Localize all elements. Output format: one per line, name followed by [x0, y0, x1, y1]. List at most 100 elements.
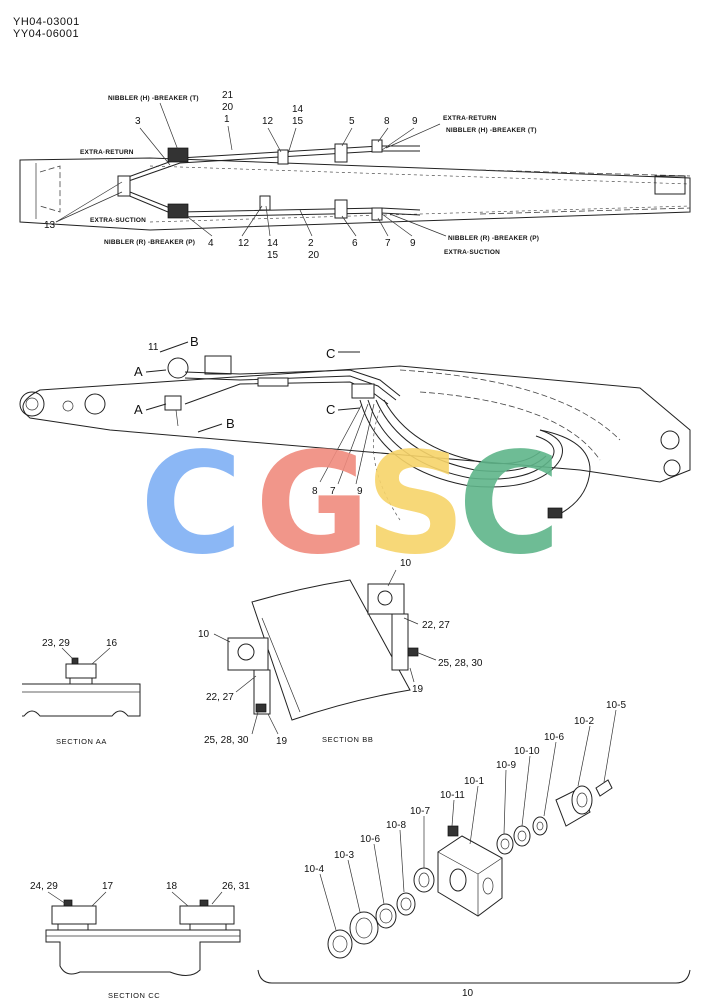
fitting-10-2-end [571, 785, 593, 815]
leader-cc-17 [91, 891, 107, 907]
leader-5 [341, 127, 353, 147]
fitting-7 [371, 207, 383, 221]
arm-tip-box [654, 175, 686, 195]
ring-10-7 [413, 867, 435, 893]
label-cc-24-29: 24, 29 [30, 881, 58, 892]
clamp-side-c [351, 383, 375, 399]
label-bb-22-27-right: 22, 27 [422, 620, 450, 631]
label-7-side: 7 [330, 486, 336, 497]
leader-13-a [55, 181, 123, 223]
block-10-right [367, 583, 405, 615]
model-code-2: YY04-06001 [13, 28, 80, 40]
label-bb-10-right: 10 [400, 558, 412, 569]
arrow-b-top [159, 341, 189, 353]
fitting-8 [371, 139, 383, 153]
section-cc [45, 891, 241, 976]
section-mark-b-bottom: B [226, 416, 235, 431]
ring-10-7-hole [418, 872, 430, 888]
hose-side-1 [359, 399, 563, 488]
hose-side-3 [375, 399, 547, 472]
fitting-bottom-left [167, 203, 189, 219]
leader-13-b [55, 191, 123, 223]
section-bb-title: SECTION BB [322, 735, 373, 744]
ring-10-4-hole [332, 935, 348, 953]
bolt-right [407, 647, 419, 657]
arm-hidden-line-3 [479, 169, 691, 177]
arm-end-hidden [39, 165, 61, 213]
arm-pin-right-1 [660, 430, 680, 450]
arm-pin-left-inner [25, 397, 39, 411]
label-1: 1 [224, 114, 230, 125]
ring-10-8 [396, 892, 416, 916]
leader-cc-26-31 [211, 891, 223, 905]
block-10-1 [437, 835, 503, 917]
leader-10-9 [503, 769, 507, 835]
caption-nibbler-h-right: NIBBLER (H) -BREAKER (T) [446, 127, 537, 134]
arm-outline-side [22, 365, 691, 483]
ring-10-6-left [375, 903, 397, 929]
label-12-bottom: 12 [238, 238, 250, 249]
leader-2 [299, 209, 313, 237]
leader-8 [377, 127, 389, 143]
leader-10-10 [521, 755, 531, 827]
caption-extra-return-left: EXTRA·RETURN [80, 149, 134, 156]
label-cc-17: 17 [102, 881, 114, 892]
leader-10-right [387, 569, 397, 587]
leader-12-bottom [241, 205, 263, 237]
label-10-8: 10-8 [386, 820, 406, 831]
leader-10-left [213, 633, 231, 643]
pipe-upper-2 [119, 150, 420, 185]
section-bb-plate-edge [261, 617, 301, 713]
leader-10-2 [577, 725, 591, 787]
leader-10-5 [603, 709, 617, 783]
leader-14-bottom [265, 205, 271, 237]
label-20-bottom: 20 [308, 250, 320, 261]
label-bb-19-right: 19 [412, 684, 424, 695]
hose-end-fitting [547, 507, 563, 519]
pipe-lower-1 [119, 187, 421, 213]
arm-boss-2 [62, 400, 74, 412]
label-10-3: 10-3 [334, 850, 354, 861]
fitting-top-left [167, 147, 189, 163]
section-cc-clamp-left [57, 923, 89, 931]
leader-aa-23-29 [61, 647, 75, 661]
screw-10-5 [595, 779, 613, 797]
arrow-c-bottom [337, 407, 361, 411]
label-aa-16: 16 [106, 638, 118, 649]
leader-22-27-left [235, 675, 257, 693]
clamp-side-a [164, 395, 182, 411]
leader-25-28-30-right [415, 651, 437, 661]
block-10-1-port [449, 868, 467, 892]
ring-10-3-hole [355, 917, 373, 939]
label-10-4: 10-4 [304, 864, 324, 875]
ring-10-6-right-hole [536, 821, 544, 831]
plug-10-11 [447, 825, 459, 837]
label-12-top: 12 [262, 116, 274, 127]
arm-hidden-line-2 [149, 205, 691, 223]
label-cc-26-31: 26, 31 [222, 881, 250, 892]
leader-9-top [381, 127, 415, 151]
section-mark-c-bottom: C [326, 402, 335, 417]
arm-pin-right-2 [663, 459, 681, 477]
leader-10-6-left [373, 843, 385, 905]
leader-25-28-30-left [251, 711, 259, 735]
leader-10-8 [399, 829, 405, 893]
ring-10-9 [496, 833, 514, 855]
watermark-letter-g: G [255, 423, 370, 586]
label-10-2: 10-2 [574, 716, 594, 727]
pipe-lower-2 [119, 191, 421, 218]
section-mark-a-top: A [134, 364, 143, 379]
hose-side-4 [383, 399, 541, 465]
arm-outline-top [19, 157, 691, 231]
caption-extra-return-right: EXTRA·RETURN [443, 115, 497, 122]
label-8-top: 8 [384, 116, 390, 127]
label-14-bottom: 14 [267, 238, 279, 249]
section-cc-title: SECTION CC [108, 991, 160, 1000]
ring-10-9-hole [500, 838, 510, 850]
fitting-13 [117, 175, 131, 197]
label-20-top: 20 [222, 102, 234, 113]
leader-7-side [337, 403, 369, 485]
label-bb-22-27-left: 22, 27 [206, 692, 234, 703]
label-9-bottom: 9 [410, 238, 416, 249]
label-10-6-right: 10-6 [544, 732, 564, 743]
